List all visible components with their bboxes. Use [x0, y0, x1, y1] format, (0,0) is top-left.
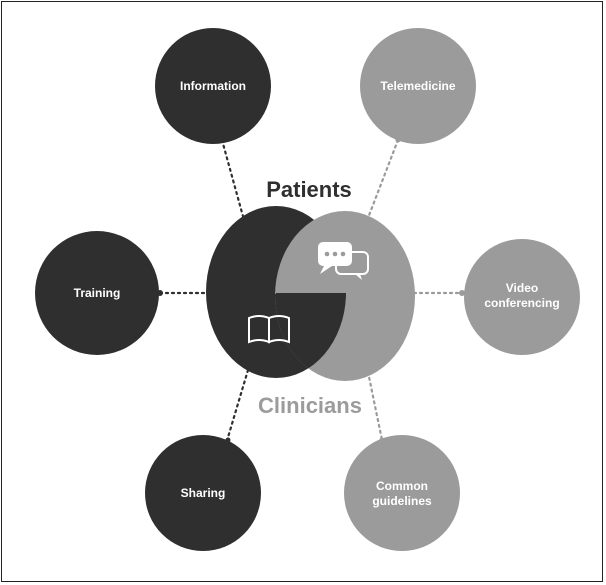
- common-label-line1: Common: [376, 479, 428, 493]
- common-label-line2: guidelines: [372, 494, 432, 508]
- telemedicine-node: [360, 28, 476, 144]
- chat-bubbles-icon: [318, 242, 369, 280]
- information-label: Information: [180, 79, 246, 93]
- video-label-line1: Video: [506, 281, 538, 295]
- open-book-icon: [248, 315, 290, 344]
- sharing-node: [145, 435, 261, 551]
- connector-telemedicine: [366, 138, 400, 220]
- training-node: [35, 231, 159, 355]
- common-node: [344, 435, 460, 551]
- telemedicine-label: Telemedicine: [380, 79, 455, 93]
- connector-dot-video: [459, 290, 465, 296]
- connector-sharing: [224, 368, 250, 446]
- clinicians-label: Clinicians: [258, 393, 362, 418]
- connector-common: [366, 370, 384, 442]
- patients-label: Patients: [266, 177, 352, 202]
- sharing-label: Sharing: [181, 486, 226, 500]
- video-label-line2: conferencing: [484, 296, 559, 310]
- connector-information: [220, 138, 246, 222]
- video-node: [464, 239, 580, 355]
- information-node: [155, 28, 271, 144]
- training-label: Training: [74, 286, 121, 300]
